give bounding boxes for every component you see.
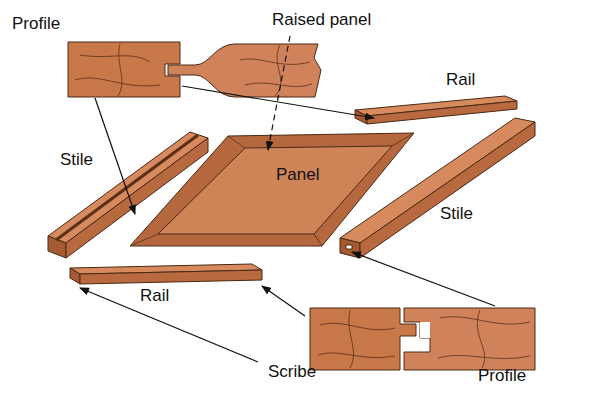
part-label: Scribe	[268, 362, 316, 382]
part-label: Rail	[446, 70, 475, 90]
part-label: Rail	[140, 286, 169, 306]
part-label: Stile	[440, 204, 473, 224]
part-label: Stile	[60, 150, 93, 170]
part-label: Profile	[478, 366, 526, 386]
part-label: Panel	[276, 165, 319, 185]
part-label: Raised panel	[272, 10, 371, 30]
part-label: Profile	[12, 14, 60, 34]
